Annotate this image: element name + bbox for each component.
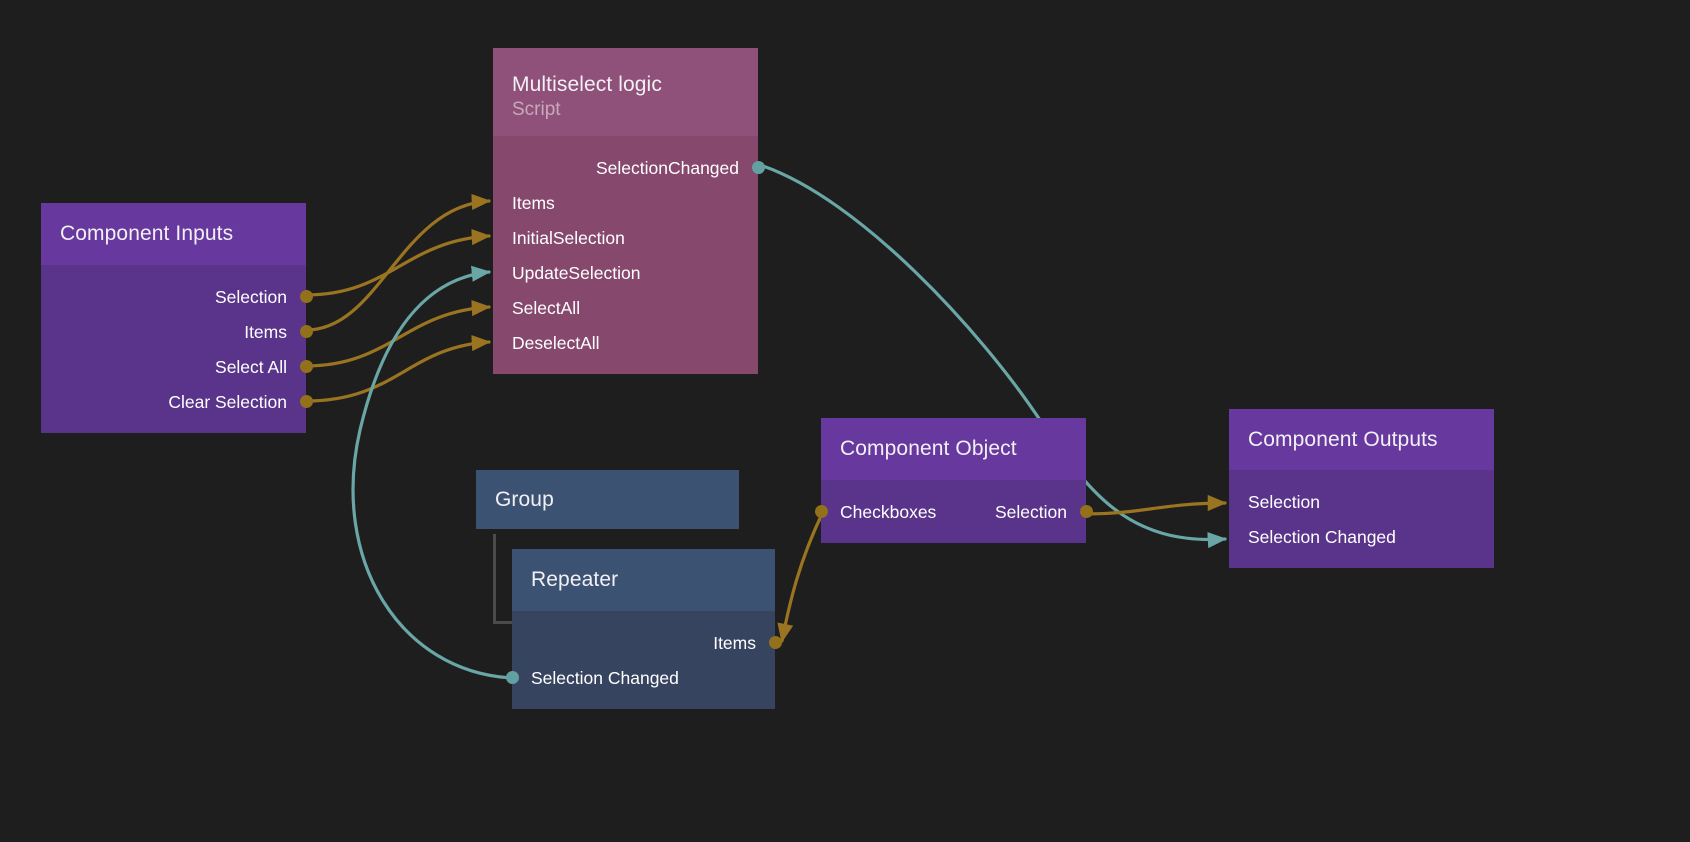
input-port-label-repeater-selectionchanged: Selection Changed bbox=[531, 667, 679, 688]
port-row-object-checkboxes-selection[interactable]: Checkboxes Selection bbox=[814, 494, 1093, 529]
port-dot-repeater-items[interactable] bbox=[768, 636, 782, 649]
output-port-selectionchanged[interactable]: SelectionChanged bbox=[493, 150, 765, 185]
input-port-outputs-selection[interactable]: Selection bbox=[1229, 484, 1494, 519]
node-subtitle-multiselect-logic: Script bbox=[512, 99, 561, 120]
output-port-label-repeater-items: Items bbox=[713, 632, 756, 653]
node-header-component-object: Component Object bbox=[821, 418, 1086, 480]
wire-inputs-clearselection-to-logic-deselectall bbox=[304, 335, 491, 403]
port-dot-checkboxes[interactable] bbox=[814, 505, 828, 518]
output-port-clear-selection[interactable]: Clear Selection bbox=[41, 384, 313, 419]
node-title-component-object: Component Object bbox=[840, 437, 1017, 460]
node-title-repeater: Repeater bbox=[531, 568, 619, 591]
output-port-select-all[interactable]: Select All bbox=[41, 349, 313, 384]
node-title-component-inputs: Component Inputs bbox=[60, 222, 234, 245]
input-port-deselectall[interactable]: DeselectAll bbox=[493, 325, 758, 360]
node-header-component-outputs: Component Outputs bbox=[1229, 409, 1494, 470]
port-dot-selectionchanged[interactable] bbox=[751, 161, 765, 174]
port-dot-select-all[interactable] bbox=[299, 360, 313, 373]
input-port-repeater-selectionchanged[interactable]: Selection Changed bbox=[505, 660, 775, 695]
wire-inputs-selection-to-logic-initialselection bbox=[304, 228, 491, 297]
output-port-label-clear-selection: Clear Selection bbox=[168, 391, 287, 412]
node-multiselect-logic[interactable]: Multiselect logic Script SelectionChange… bbox=[493, 48, 765, 374]
input-port-label-updateselection: UpdateSelection bbox=[512, 262, 641, 283]
output-port-selection[interactable]: Selection bbox=[41, 279, 313, 314]
node-body-component-outputs: Selection Selection Changed bbox=[1229, 470, 1494, 568]
node-body-component-inputs: Selection Items Select All Clear Selecti… bbox=[41, 265, 313, 433]
node-component-inputs[interactable]: Component Inputs Selection Items Select … bbox=[41, 203, 313, 433]
output-port-label-items: Items bbox=[244, 321, 287, 342]
input-port-items[interactable]: Items bbox=[493, 185, 758, 220]
input-port-label-deselectall: DeselectAll bbox=[512, 332, 600, 353]
port-dot-object-selection[interactable] bbox=[1079, 505, 1093, 518]
input-port-label-selectall: SelectAll bbox=[512, 297, 581, 318]
port-dot-clear-selection[interactable] bbox=[299, 395, 313, 408]
input-port-initialselection[interactable]: InitialSelection bbox=[493, 220, 758, 255]
output-port-label-selectionchanged: SelectionChanged bbox=[595, 157, 739, 178]
node-header-component-inputs: Component Inputs bbox=[41, 203, 306, 265]
node-body-multiselect-logic: SelectionChanged Items InitialSelection … bbox=[493, 136, 765, 374]
input-port-label-checkboxes: Checkboxes bbox=[840, 501, 937, 522]
node-title-group: Group bbox=[495, 487, 554, 511]
node-component-outputs[interactable]: Component Outputs Selection Selection Ch… bbox=[1229, 409, 1494, 568]
input-port-label-outputs-selection: Selection bbox=[1248, 491, 1320, 512]
node-repeater[interactable]: Repeater Items Selection Changed bbox=[505, 549, 782, 709]
wire-inputs-selectall-to-logic-selectall bbox=[304, 299, 491, 368]
node-header-multiselect-logic: Multiselect logic Script bbox=[493, 48, 758, 136]
input-port-selectall[interactable]: SelectAll bbox=[493, 290, 758, 325]
port-dot-repeater-selectionchanged[interactable] bbox=[505, 671, 519, 684]
node-header-repeater: Repeater bbox=[512, 549, 775, 611]
port-dot-items[interactable] bbox=[299, 325, 313, 338]
node-body-component-object: Checkboxes Selection bbox=[814, 480, 1093, 543]
wire-object-selection-to-outputs-selection bbox=[1085, 494, 1227, 516]
node-component-object[interactable]: Component Object Checkboxes Selection bbox=[814, 418, 1093, 543]
node-body-repeater: Items Selection Changed bbox=[505, 611, 782, 709]
output-port-items[interactable]: Items bbox=[41, 314, 313, 349]
input-port-updateselection[interactable]: UpdateSelection bbox=[493, 255, 758, 290]
output-port-label-selection: Selection bbox=[215, 286, 287, 307]
node-title-multiselect-logic: Multiselect logic bbox=[512, 73, 662, 96]
wire-inputs-items-to-logic-items bbox=[304, 193, 491, 332]
input-port-label-items: Items bbox=[512, 192, 555, 213]
node-group[interactable]: Group bbox=[476, 470, 739, 529]
wire-repeater-items-to-object-checkboxes bbox=[777, 512, 824, 643]
port-dot-selection[interactable] bbox=[299, 290, 313, 303]
node-title-component-outputs: Component Outputs bbox=[1248, 427, 1438, 451]
input-port-outputs-selectionchanged[interactable]: Selection Changed bbox=[1229, 519, 1494, 554]
input-port-label-initialselection: InitialSelection bbox=[512, 227, 625, 248]
output-port-label-select-all: Select All bbox=[215, 356, 287, 377]
input-port-label-outputs-selectionchanged: Selection Changed bbox=[1248, 526, 1396, 547]
output-port-label-object-selection: Selection bbox=[995, 501, 1067, 522]
output-port-repeater-items[interactable]: Items bbox=[512, 625, 782, 660]
node-header-group: Group bbox=[476, 470, 739, 529]
